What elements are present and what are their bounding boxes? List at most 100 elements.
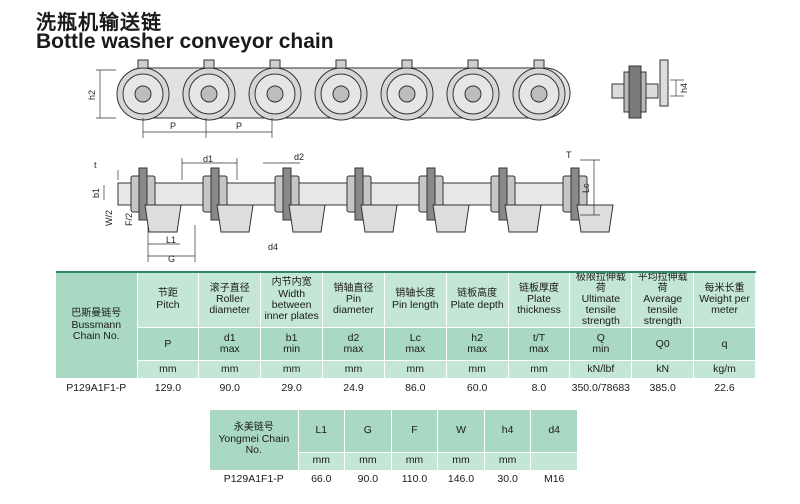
dim-f-half: F/2 [124, 213, 134, 226]
table1-unit-8: kN [631, 360, 695, 380]
table2-unit-1: mm [344, 452, 392, 471]
table1-chain-no: P129A1F1-P [56, 378, 138, 400]
dim-d4: d4 [268, 242, 278, 252]
table1-unit-6: mm [508, 360, 571, 380]
dim-h4: h4 [679, 83, 689, 93]
table1-value-9: 22.6 [693, 378, 756, 400]
table2-unit-2: mm [391, 452, 439, 471]
table1-value-2: 29.0 [260, 378, 324, 400]
link-6 [562, 167, 614, 233]
link-4 [418, 167, 470, 233]
table2-unit-5 [530, 452, 578, 471]
page-title-cn: 洗瓶机输送链 [36, 10, 162, 34]
table2-value-0: 66.0 [298, 470, 346, 491]
table2-sym-5: d4 [530, 410, 578, 453]
table1-value-1: 90.0 [198, 378, 262, 400]
table1-row-label: 巴斯曼链号 Bussmann Chain No. [56, 273, 138, 380]
dim-lc: Lc [581, 183, 591, 193]
dim-t: t [94, 160, 97, 170]
chain-drawing: h2 P P h4 d1 d2 t b1 W/2 F/2 L1 G d4 T L… [87, 59, 689, 264]
table2-unit-0: mm [298, 452, 346, 471]
link-5 [490, 167, 542, 233]
link-3 [346, 167, 398, 233]
dim-d2: d2 [294, 152, 304, 162]
roller-4 [380, 59, 434, 121]
roller-5 [446, 59, 500, 121]
table1-unit-4: mm [384, 360, 447, 380]
table1-unit-7: kN/lbf [569, 360, 633, 380]
dim-d1: d1 [203, 154, 213, 164]
table1-value-5: 60.0 [446, 378, 509, 400]
table2-unit-4: mm [484, 452, 532, 471]
table1-unit-5: mm [446, 360, 509, 380]
table1-sym-9: q [693, 327, 756, 362]
page-title-en: Bottle washer conveyor chain [36, 30, 334, 53]
dim-l1: L1 [166, 235, 176, 245]
table2-value-1: 90.0 [344, 470, 392, 491]
dim-t-upper: T [566, 150, 572, 160]
top-view-dimensions [96, 69, 273, 138]
dim-p-2: P [236, 121, 242, 131]
table2-value-4: 30.0 [484, 470, 532, 491]
link-0 [130, 167, 182, 233]
table1-unit-1: mm [198, 360, 262, 380]
table2-value-2: 110.0 [391, 470, 439, 491]
table1-unit-9: kg/m [693, 360, 756, 380]
roller-6 [512, 59, 566, 121]
table2-sym-2: F [391, 410, 439, 453]
table2-sym-1: G [344, 410, 392, 453]
table2-unit-3: mm [437, 452, 485, 471]
table2-value-3: 146.0 [437, 470, 485, 491]
table2-sym-3: W [437, 410, 485, 453]
roller-0 [116, 59, 170, 121]
table1-value-7: 350.0/78683 [569, 378, 633, 400]
dim-w-half: W/2 [104, 210, 114, 226]
table2-row-label: 永美链号 Yongmei Chain No. [210, 410, 299, 471]
table2-chain-no: P129A1F1-P [210, 470, 299, 491]
dim-b1: b1 [91, 188, 101, 198]
table2-value-5: M16 [530, 470, 578, 491]
chain-top-view [116, 59, 571, 121]
dim-g: G [168, 254, 175, 264]
roller-1 [182, 59, 236, 121]
table1-value-8: 385.0 [631, 378, 695, 400]
table1-value-4: 86.0 [384, 378, 447, 400]
table1-value-0: 129.0 [137, 378, 200, 400]
front-view-dimensions [103, 158, 600, 262]
link-2 [274, 167, 326, 233]
table1-sym-0: P [137, 327, 200, 362]
roller-3 [314, 59, 368, 121]
table1-unit-3: mm [322, 360, 385, 380]
table1-sym-8: Q0 [631, 327, 695, 362]
dim-p-1: P [170, 121, 176, 131]
roller-2 [248, 59, 302, 121]
table1-unit-0: mm [137, 360, 200, 380]
table1-value-3: 24.9 [322, 378, 385, 400]
link-1 [202, 167, 254, 233]
table2-sym-4: h4 [484, 410, 532, 453]
table1-value-6: 8.0 [508, 378, 571, 400]
chain-front-view [117, 167, 614, 233]
dim-h2: h2 [87, 90, 97, 100]
chain-side-view [611, 59, 684, 119]
table1-unit-2: mm [260, 360, 324, 380]
